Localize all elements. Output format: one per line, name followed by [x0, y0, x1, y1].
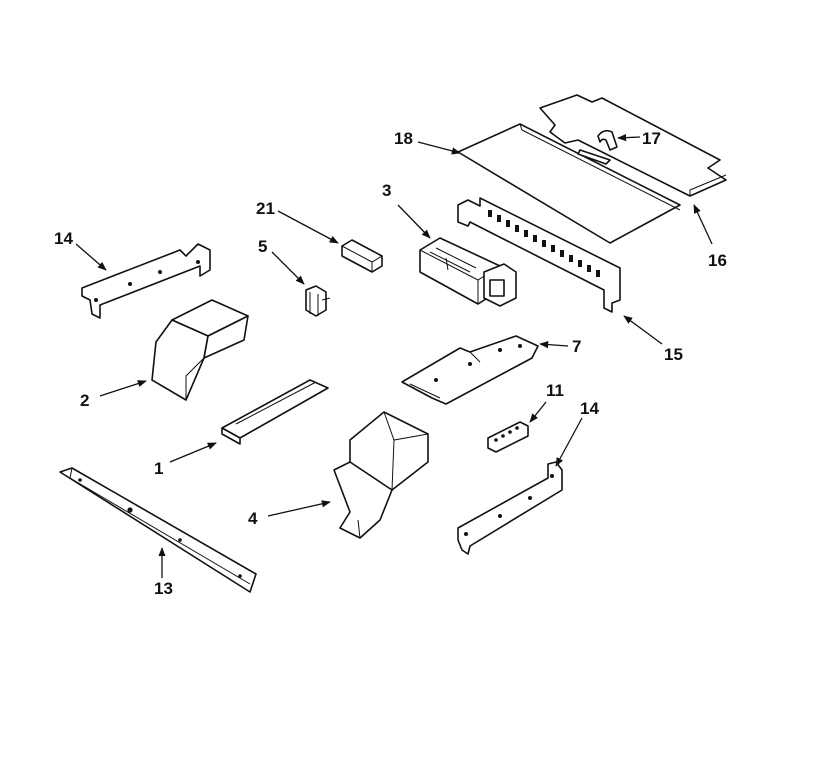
part-14-right-bracket [457, 461, 563, 555]
part-13-front-rail [59, 467, 257, 593]
part-16-top-cover [539, 94, 727, 197]
part-15-rear-bracket [457, 197, 621, 313]
callout-14-left: 14 [54, 229, 73, 248]
part-14-left-bracket [81, 243, 211, 319]
part-21-block [341, 239, 383, 273]
callout-16: 16 [708, 251, 727, 270]
callout-13: 13 [154, 579, 173, 598]
callout-labels: 14 2 1 21 5 3 18 17 16 15 7 11 14 4 13 [54, 129, 727, 598]
part-18-insulation [457, 123, 681, 244]
callout-4: 4 [248, 509, 258, 528]
callout-5: 5 [258, 237, 267, 256]
part-4-air-duct [333, 411, 429, 539]
part-11-terminal-block [487, 421, 529, 453]
part-17-clip [577, 129, 618, 165]
callout-3: 3 [382, 181, 391, 200]
part-3-latch-motor [419, 237, 517, 307]
part-5-switch [305, 285, 331, 317]
part-2-duct [151, 299, 249, 401]
callout-1: 1 [154, 459, 163, 478]
callout-17: 17 [642, 129, 661, 148]
part-1-rail [221, 379, 329, 445]
callout-18: 18 [394, 129, 413, 148]
leader-lines [75, 133, 713, 578]
part-7-plate [401, 335, 539, 405]
callout-7: 7 [572, 337, 581, 356]
callout-15: 15 [664, 345, 683, 364]
callout-21: 21 [256, 199, 275, 218]
callout-2: 2 [80, 391, 89, 410]
callout-14-right: 14 [580, 399, 599, 418]
callout-11: 11 [546, 381, 564, 400]
